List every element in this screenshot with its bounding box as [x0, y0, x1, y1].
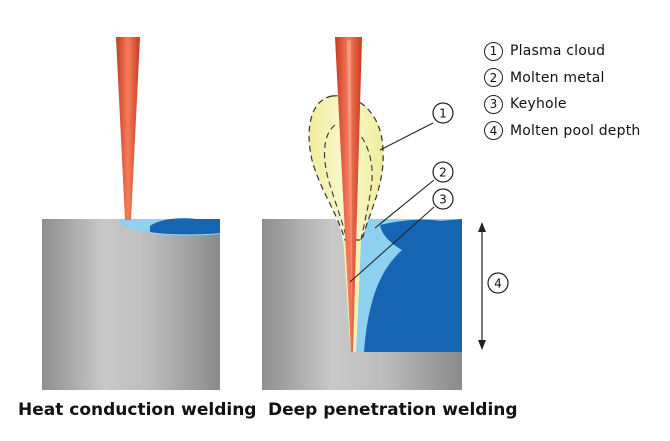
legend-item-plasma-cloud: 1 Plasma cloud	[484, 38, 640, 65]
right-workpiece	[262, 219, 462, 390]
legend-item-keyhole: 3 Keyhole	[484, 91, 640, 118]
callout-4-circle	[487, 272, 509, 294]
legend-label: Molten metal	[510, 69, 605, 86]
callout-1-leader	[379, 122, 434, 151]
callout-1-circle	[432, 102, 454, 124]
legend-number: 2	[484, 68, 503, 88]
callout-2-number: 2	[439, 166, 447, 180]
right-beam-highlight	[347, 40, 352, 330]
callout-4-number: 4	[494, 277, 502, 291]
callout-3-number: 3	[439, 193, 447, 207]
legend-number: 1	[484, 41, 503, 61]
callout-2-leader	[374, 179, 435, 229]
heat-conduction-illustration	[42, 37, 220, 390]
legend-label: Keyhole	[510, 96, 567, 113]
legend-item-molten-metal: 2 Molten metal	[484, 65, 640, 92]
legend-label: Plasma cloud	[510, 43, 606, 60]
legend: 1 Plasma cloud 2 Molten metal 3 Keyhole …	[484, 38, 640, 144]
deep-penetration-illustration: 1 2 3 4	[262, 37, 509, 390]
legend-number: 3	[484, 94, 503, 114]
legend-item-molten-pool-depth: 4 Molten pool depth	[484, 118, 640, 145]
legend-label: Molten pool depth	[510, 122, 641, 139]
caption-heat-conduction: Heat conduction welding	[18, 400, 257, 420]
caption-deep-penetration: Deep penetration welding	[268, 400, 518, 420]
callout-3-leader	[349, 206, 435, 283]
callout-2-circle	[432, 161, 454, 183]
left-workpiece	[42, 219, 220, 390]
left-laser-beam	[116, 37, 140, 220]
depth-arrow-head-bottom	[478, 340, 486, 350]
legend-number: 4	[484, 121, 503, 141]
depth-arrow-head-top	[478, 222, 486, 232]
callout-3-circle	[432, 188, 454, 210]
right-laser-beam	[335, 37, 362, 352]
right-molten-pool-dark	[364, 219, 462, 352]
left-molten-dark	[150, 218, 220, 235]
callout-1-number: 1	[439, 107, 447, 121]
